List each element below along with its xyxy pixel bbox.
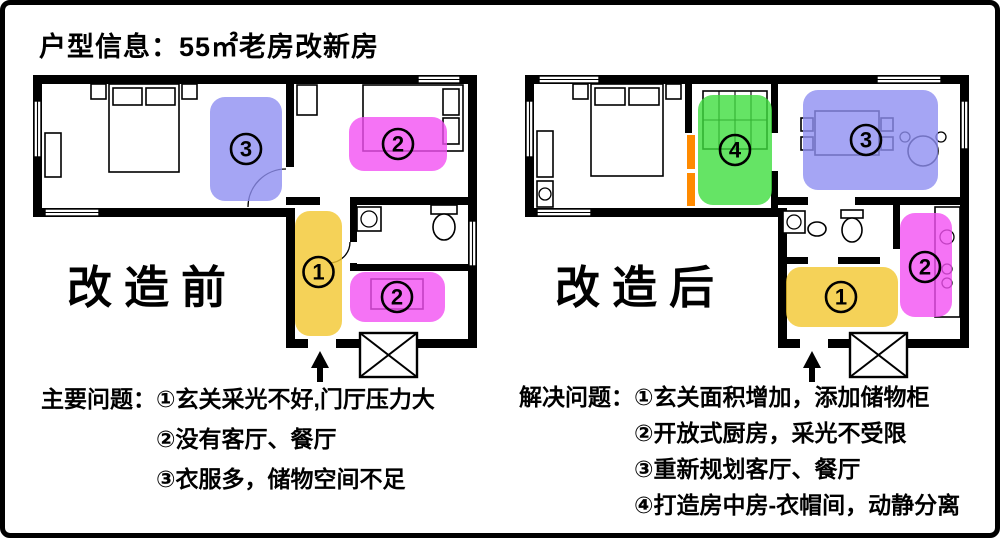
zone-highlight-3: 3 (803, 90, 938, 190)
solution-item: ③重新规划客厅、餐厅 (634, 456, 861, 482)
zone-number: 2 (391, 285, 403, 310)
bathroom-fixtures (356, 204, 458, 241)
zone-number: 4 (729, 138, 742, 163)
problem-item: ①玄关采光不好,门厅压力大 (156, 386, 435, 412)
sink-icon (807, 221, 827, 237)
solution-item: ④打造房中房-衣帽间，动静分离 (634, 492, 961, 518)
wardrobe (536, 130, 554, 178)
label-before: 改造前 (67, 262, 239, 313)
zone-highlight-2-top: 2 (349, 117, 447, 171)
zone-number: 3 (860, 128, 872, 153)
toilet-icon (430, 204, 458, 215)
shaft-x-box (848, 331, 909, 379)
bathroom-fixtures (782, 209, 864, 243)
zone-number: 1 (835, 285, 847, 310)
solutions-line-1: 解决问题：①玄关面积增加，添加储物柜 (519, 379, 960, 415)
dresser (44, 132, 62, 178)
problems-line-1: 主要问题：①玄关采光不好,门厅压力大 (41, 379, 435, 419)
label-after: 改造后 (555, 262, 727, 313)
zone-number: 3 (240, 137, 252, 162)
problem-item: ③衣服多，储物空间不足 (156, 466, 406, 492)
zone-highlight-1: 1 (295, 211, 342, 336)
closet-door (687, 173, 695, 206)
problems-list: 主要问题：①玄关采光不好,门厅压力大 ②没有客厅、餐厅 ③衣服多，储物空间不足 (41, 379, 435, 499)
floorplan-after: 4 3 2 1 (525, 75, 969, 382)
zone-number: 2 (919, 255, 931, 280)
entrance-arrow-icon (803, 351, 821, 382)
zone-number: 1 (312, 260, 324, 285)
zone-number: 2 (392, 132, 404, 157)
zone-highlight-4: 4 (698, 95, 772, 205)
washer-icon (782, 210, 806, 234)
windows (33, 75, 477, 267)
bed (90, 83, 198, 173)
problems-heading: 主要问题： (41, 386, 156, 412)
zone-highlight-1: 1 (786, 267, 898, 327)
shaft-x-box (358, 331, 419, 379)
entrance-arrow-icon (311, 351, 329, 382)
floorplan-before: 3 2 1 2 (33, 75, 477, 382)
solutions-heading: 解决问题： (519, 384, 634, 410)
dressing-table (536, 180, 554, 208)
toilet-icon (840, 209, 864, 219)
windows (525, 75, 969, 217)
problem-item: ②没有客厅、餐厅 (156, 426, 337, 452)
bed (572, 83, 682, 177)
solutions-list: 解决问题：①玄关面积增加，添加储物柜 ②开放式厨房，采光不受限 ③重新规划客厅、… (519, 379, 960, 523)
zone-highlight-3: 3 (210, 97, 282, 201)
zone-highlight-2: 2 (900, 213, 952, 317)
page-title: 户型信息：55㎡老房改新房 (39, 32, 380, 62)
zone-highlight-2-bottom: 2 (350, 272, 445, 322)
solution-item: ①玄关面积增加，添加储物柜 (634, 384, 930, 410)
solution-item: ②开放式厨房，采光不受限 (634, 420, 907, 446)
closet-door (687, 135, 695, 169)
